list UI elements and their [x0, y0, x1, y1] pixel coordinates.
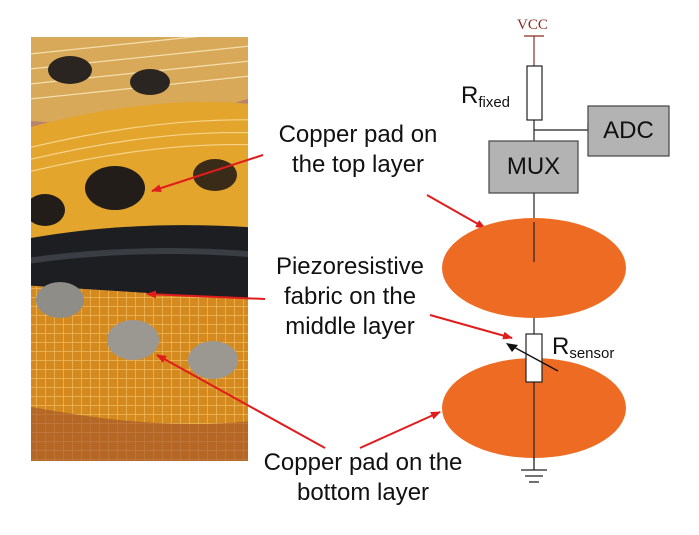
label-top-pad-line2: the top layer — [291, 151, 425, 178]
label-bottom-pad-line2: bottom layer — [296, 479, 430, 506]
label-bottom-pad: Copper pad on the bottom layer — [238, 448, 488, 508]
r-sensor-main: R — [552, 333, 570, 360]
arrow-fabric-photo — [146, 290, 266, 300]
label-top-pad-line1: Copper pad on — [278, 121, 438, 148]
adc-label: ADC — [603, 117, 654, 144]
r-fixed-label: Rfixed — [461, 82, 510, 111]
mux-label: MUX — [506, 153, 561, 180]
arrow-bottom-pad-circuit — [359, 411, 441, 449]
r-sensor-variable-line — [509, 344, 559, 372]
r-sensor-label: Rsensor — [552, 333, 614, 362]
label-top-pad: Copper pad on the top layer — [260, 120, 456, 180]
label-fabric-line1: Piezoresistive — [275, 253, 425, 280]
label-fabric-line2: fabric on the — [283, 283, 417, 310]
annotation-arrows — [146, 154, 513, 449]
label-fabric: Piezoresistive fabric on the middle laye… — [258, 252, 442, 342]
r-fixed-resistor — [526, 65, 543, 121]
ground-icon — [521, 458, 547, 483]
label-fabric-line3: middle layer — [285, 313, 415, 340]
fabric-sensor-photo — [31, 37, 248, 461]
label-bottom-pad-line1: Copper pad on the — [263, 449, 463, 476]
arrow-top-pad-circuit — [426, 194, 486, 229]
r-fixed-sub: fixed — [478, 94, 511, 111]
r-sensor-arrowhead — [506, 343, 518, 352]
r-fixed-main: R — [461, 82, 479, 109]
arrow-top-pad-photo — [151, 154, 264, 193]
mux-box — [488, 140, 579, 194]
top-pad-ellipse — [442, 218, 626, 318]
arrow-fabric-circuit — [429, 314, 513, 340]
wire-to-adc — [534, 123, 589, 131]
circuit-schematic — [442, 35, 670, 483]
vcc-label: VCC — [517, 17, 548, 33]
arrow-bottom-pad-photo — [156, 354, 326, 449]
r-sensor-sub: sensor — [569, 345, 615, 362]
adc-box — [587, 105, 670, 157]
